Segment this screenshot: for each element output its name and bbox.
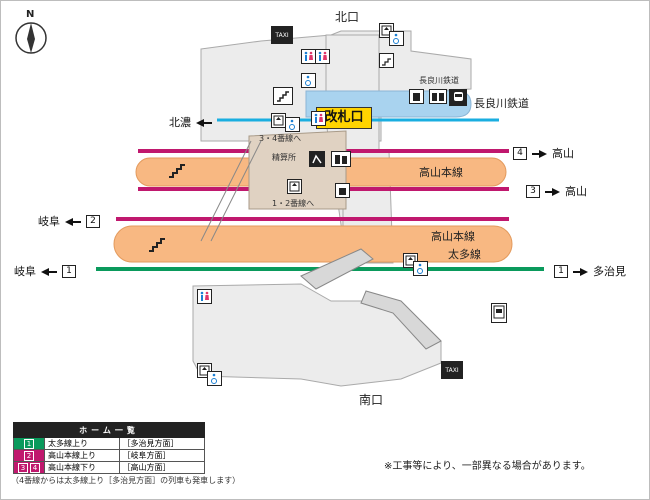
direction-track4-label: 高山 (552, 147, 574, 160)
stairs-icon (379, 53, 394, 68)
lower-platform-label-1: 高山本線 (431, 230, 475, 243)
taxi-icon: TAXI (441, 361, 463, 379)
toilet-icon (197, 289, 212, 304)
stairs-icon (273, 87, 293, 105)
direction-track3: 3 高山 (526, 183, 587, 199)
legend-line: 高山本線上り (44, 449, 120, 462)
nagaragawa-label: 長良川鉄道 (474, 97, 529, 110)
notice-text: ※工事等により、一部異なる場合があります。 (384, 461, 591, 472)
legend-line: 太多線上り (44, 437, 120, 450)
direction-track4: 4 高山 (513, 145, 574, 161)
stairs-34-label: 3・4番線へ (259, 134, 302, 143)
ticket-machine-icon (331, 151, 351, 167)
arrow-right-icon (545, 185, 560, 198)
elevator-icon (287, 179, 302, 194)
legend-line: 高山本線下り (44, 461, 120, 474)
stairs-12-label: 1・2番線へ (272, 199, 315, 208)
south-building (192, 283, 442, 387)
direction-track1-right: 1 多治見 (554, 263, 626, 279)
legend-swatch: 2 (13, 449, 45, 462)
ticket-machine-icon (409, 89, 424, 104)
escalator-right (360, 290, 442, 350)
arrow-right-icon (573, 265, 588, 278)
direction-track1-left-label: 岐阜 (14, 265, 36, 278)
track4-num: 4 (513, 146, 527, 160)
fare-adjust-label: 精算所 (272, 153, 296, 162)
legend-num: 3 (18, 463, 28, 473)
direction-track2: 岐阜 2 (38, 213, 100, 229)
legend-swatch: 1 (13, 437, 45, 450)
arrow-left-icon (196, 116, 212, 129)
direction-hokuno-label: 北濃 (169, 116, 191, 129)
track3-num: 3 (526, 184, 540, 198)
legend-row: 1 太多線上り ［多治見方面］ (13, 437, 206, 450)
stairs-diagonal (200, 140, 262, 242)
legend-dir: ［多治見方面］ (118, 437, 206, 450)
wheelchair-icon (413, 261, 428, 276)
compass-label: N (26, 9, 35, 20)
track2-num: 2 (86, 214, 100, 228)
legend-num: 1 (24, 439, 34, 449)
legend-dir: ［岐阜方面］ (118, 449, 206, 462)
direction-hokuno: 北濃 (169, 114, 212, 130)
direction-track1-right-label: 多治見 (593, 265, 626, 278)
bus-icon (491, 303, 507, 323)
wheelchair-icon (207, 371, 222, 386)
train-icon (449, 89, 467, 106)
legend-num: 4 (30, 463, 40, 473)
direction-track3-label: 高山 (565, 185, 587, 198)
nagaragawa-label-small: 長良川鉄道 (419, 76, 459, 85)
stairs-icon (146, 235, 168, 253)
compass-needle (27, 23, 35, 53)
ticket-machine-icon (429, 89, 447, 104)
direction-track2-label: 岐阜 (38, 215, 60, 228)
concourse (248, 130, 347, 210)
stairs-icon (166, 161, 188, 179)
wheelchair-icon (389, 31, 404, 46)
direction-track1-left: 岐阜 1 (14, 263, 76, 279)
shop-icon (309, 151, 325, 167)
track1-left-num: 1 (62, 264, 76, 278)
south-exit-label: 南口 (359, 393, 384, 407)
legend-num: 2 (24, 451, 34, 461)
shop-icon (335, 183, 350, 198)
arrow-left-icon (65, 215, 81, 228)
taxi-icon: TAXI (271, 26, 293, 44)
track1-right-num: 1 (554, 264, 568, 278)
legend-title: ホーム一覧 (13, 422, 205, 438)
north-exit-label: 北口 (335, 10, 360, 24)
legend-row: 2 高山本線上り ［岐阜方面］ (13, 449, 206, 462)
lower-platform-label-2: 太多線 (448, 248, 481, 261)
legend-dir: ［高山方面］ (118, 461, 206, 474)
elevator-icon (271, 113, 286, 128)
toilet-icon (301, 49, 316, 64)
arrow-right-icon (532, 147, 547, 160)
toilet-icon (311, 111, 326, 126)
wheelchair-icon (285, 117, 300, 132)
arrow-left-icon (41, 265, 57, 278)
upper-platform-label: 高山本線 (419, 166, 463, 179)
legend-note: （4番線からは太多線上り［多治見方面］の列車も発車します） (11, 476, 241, 485)
wheelchair-icon (301, 73, 316, 88)
toilet-icon (315, 49, 330, 64)
escalator-left (300, 248, 374, 290)
